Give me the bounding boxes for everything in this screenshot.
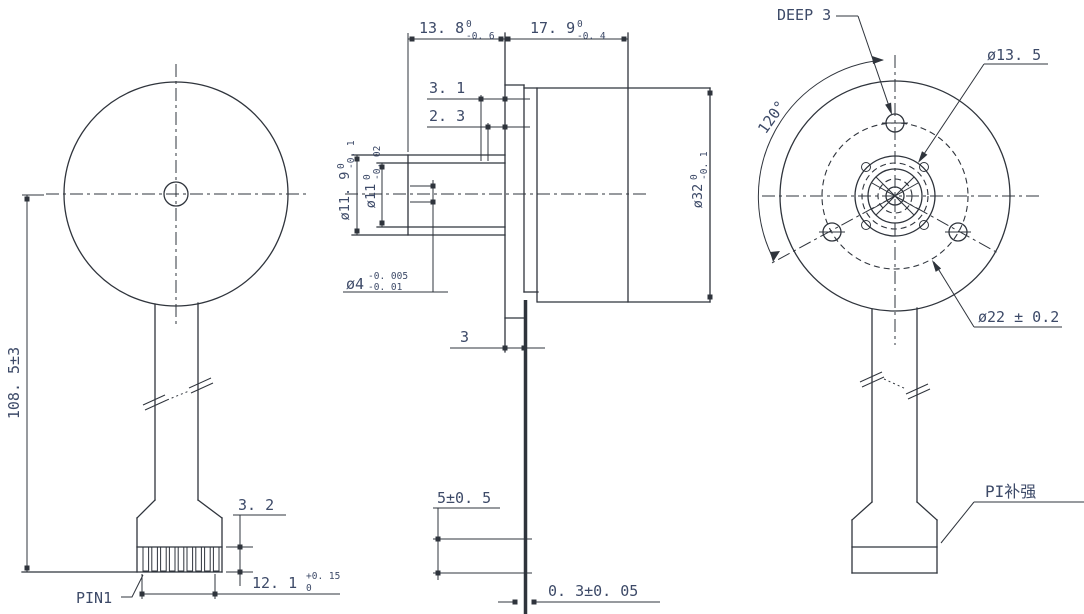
dim-boss-diameter-sup: 0 [336, 163, 347, 169]
dim-fpc-thickness: 0. 3±0. 05 [498, 582, 660, 605]
dim-body-diameter-sup: 0 [689, 174, 700, 180]
front-fpc-tail [851, 307, 938, 574]
break-mark [142, 377, 214, 411]
dim-boss-length-sup: 0 [466, 19, 472, 30]
dim-shaft-diameter-sub: -0. 01 [368, 282, 403, 293]
dim-body-diameter: ø32 0 -0. 1 [689, 90, 713, 300]
dim-step-a: 3. 1 [427, 79, 530, 102]
break-mark [859, 371, 931, 400]
pin1-callout: PIN1 [76, 574, 144, 607]
dim-pin-height-text: 3. 2 [238, 496, 274, 514]
dim-pin-row-width-main: 12. 1 [252, 574, 297, 592]
motor-body-outline [504, 32, 711, 353]
dim-bore-diameter-main: ø11 [363, 184, 379, 208]
dim-body-length: 17. 9 0 -0. 4 [505, 19, 628, 42]
front-view: 120° DEEP 3 ø13. 5 ø22 ± 0.2 [754, 6, 1084, 574]
boss-outline [351, 95, 506, 236]
dim-hole-angle-text: 120° [754, 97, 789, 137]
dim-body-diameter-main: ø32 [690, 184, 706, 208]
fpc-tail [21, 302, 223, 573]
dim-boss-diameter-sub: -0. 1 [346, 140, 357, 169]
hub-diameter-callout: ø13. 5 [918, 46, 1048, 163]
dim-overall-length-text: 108. 5±3 [5, 347, 23, 419]
dim-pin-row-width: 12. 1 +0. 15 0 [139, 571, 340, 599]
pi-reinforce-callout: PI补强 [940, 482, 1084, 544]
dim-fpc-thickness-text: 0. 3±0. 05 [548, 582, 638, 600]
side-view: 13. 8 0 -0. 6 17. 9 0 -0. 4 3. 1 2. 3 [336, 19, 713, 614]
dim-shaft-diameter: ø4 -0. 005 -0. 01 [343, 180, 448, 293]
dim-plate-thickness-text: 3 [460, 328, 469, 346]
dim-pin-height: 3. 2 [226, 496, 286, 586]
dim-boss-length: 13. 8 0 -0. 6 [407, 19, 505, 152]
connector-pins [142, 546, 220, 572]
dim-step-a-text: 3. 1 [429, 79, 465, 97]
dim-stiffener: 5±0. 5 [433, 489, 532, 580]
dim-shaft-diameter-sup: -0. 005 [368, 271, 408, 282]
dim-body-length-main: 17. 9 [530, 19, 575, 37]
dim-step-b-text: 2. 3 [429, 107, 465, 125]
dim-bore-diameter-sub: -0. 02 [372, 146, 383, 180]
dim-stiffener-text: 5±0. 5 [437, 489, 491, 507]
dim-pin-row-width-sup: +0. 15 [306, 571, 340, 582]
left-view: 108. 5±3 3. 2 12. 1 +0. 15 0 PI [5, 64, 340, 607]
pin1-label: PIN1 [76, 589, 112, 607]
dim-boss-length-sub: -0. 6 [466, 31, 495, 42]
deep3-label: DEEP 3 [777, 6, 831, 24]
dim-boss-length-main: 13. 8 [419, 19, 464, 37]
dim-overall-length: 108. 5±3 [5, 194, 44, 572]
dim-hole-angle: 120° [754, 56, 884, 262]
dim-bore-diameter: ø11 0 -0. 02 [362, 146, 385, 227]
pi-reinforce-label: PI补强 [985, 482, 1036, 501]
center-hole-circle [163, 181, 189, 207]
dim-step-b: 2. 3 [427, 107, 530, 130]
deep3-callout: DEEP 3 [777, 6, 892, 115]
hub-diameter-label: ø13. 5 [987, 46, 1041, 64]
dim-body-length-sup: 0 [577, 19, 583, 30]
diag-centerline-330 [894, 195, 999, 254]
dim-shaft-diameter-main: ø4 [346, 275, 364, 293]
bolt-circle-callout: ø22 ± 0.2 [932, 260, 1062, 328]
dim-bore-diameter-sup: 0 [362, 174, 373, 180]
dim-body-diameter-sub: -0. 1 [699, 151, 710, 180]
bolt-circle-label: ø22 ± 0.2 [978, 308, 1059, 326]
dim-pin-row-width-sub: 0 [306, 583, 312, 594]
dim-boss-diameter-main: ø11. 9 [337, 172, 353, 221]
dim-plate-thickness: 3 [450, 328, 545, 351]
dim-boss-diameter: ø11. 9 0 -0. 1 [336, 140, 360, 235]
dim-body-length-sub: -0. 4 [577, 31, 606, 42]
